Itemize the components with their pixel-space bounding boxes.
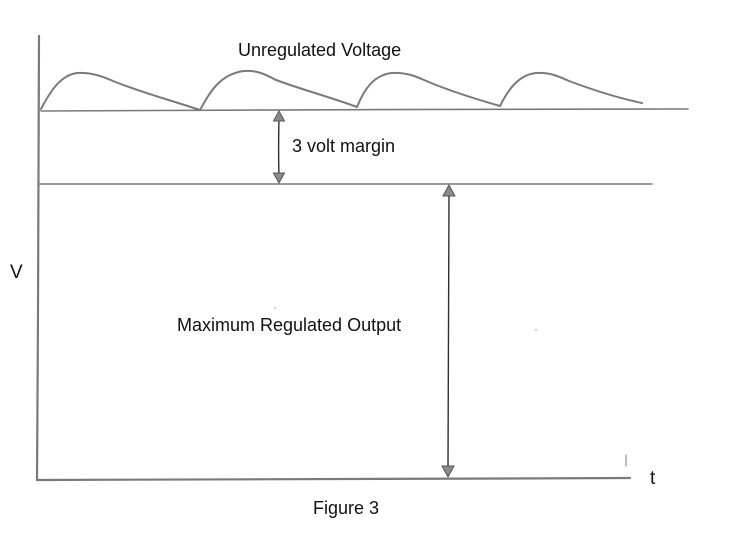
unregulated-minimum-line: [40, 108, 689, 112]
margin-double-arrow: [272, 109, 286, 185]
regulated-arrowhead-top: [442, 183, 456, 197]
margin-arrowhead-bottom: [272, 172, 286, 185]
x-axis-label: t: [650, 468, 656, 489]
x-axis: [35, 476, 632, 482]
figure-caption: Figure 3: [313, 498, 379, 518]
margin-arrowhead-top: [272, 109, 286, 122]
y-axis-label: V: [10, 262, 23, 283]
y-axis: [35, 34, 41, 482]
regulated-output-label: Maximum Regulated Output: [177, 315, 401, 335]
regulated-output-double-arrow: [441, 183, 456, 479]
unregulated-voltage-label: Unregulated Voltage: [238, 40, 401, 60]
regulated-arrowhead-bottom: [441, 465, 455, 479]
pencil-specks: [274, 307, 627, 467]
unregulated-voltage-waveform: [40, 69, 643, 111]
margin-label: 3 volt margin: [292, 136, 395, 156]
